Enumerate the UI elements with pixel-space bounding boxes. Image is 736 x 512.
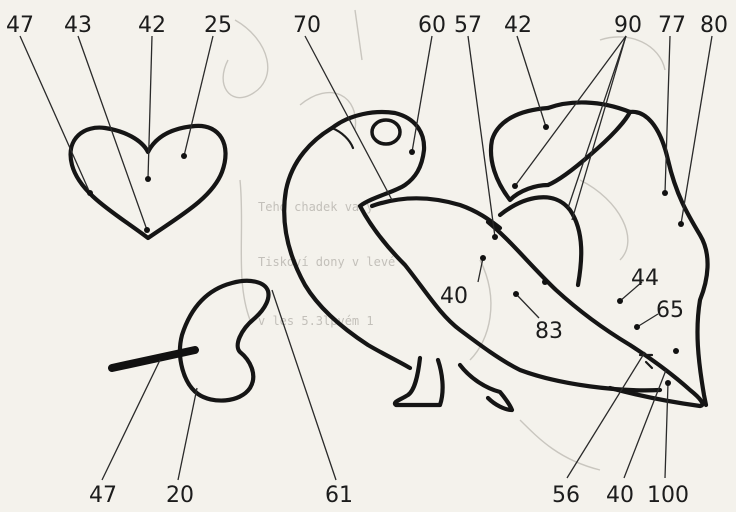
bird-wing-line — [372, 198, 500, 228]
bird-eye — [372, 120, 400, 144]
bird-label-56: 56 — [552, 483, 580, 508]
heart-label-3: 42 — [138, 13, 166, 38]
bird-label-90: 90 — [614, 13, 642, 38]
bird-dots — [409, 124, 684, 386]
loop-label-1: 47 — [89, 483, 117, 508]
bird-label-70: 70 — [293, 13, 321, 38]
bird-label-57: 57 — [454, 13, 482, 38]
heart-figure: 47 43 42 25 — [6, 13, 232, 238]
heart-label-2: 43 — [64, 13, 92, 38]
loop-outline — [180, 281, 269, 401]
bird-label-40-bottom: 40 — [606, 483, 634, 508]
heart-leaders — [20, 36, 213, 230]
bird-label-80: 80 — [700, 13, 728, 38]
bird-tail-top — [548, 102, 630, 112]
bird-label-65: 65 — [656, 298, 684, 323]
bird-label-83: 83 — [535, 319, 563, 344]
bird-label-77: 77 — [658, 13, 686, 38]
loop-label-2: 20 — [166, 483, 194, 508]
background-text-3: v les 5.3lpvém 1 — [258, 314, 374, 328]
bird-head-body-outline — [332, 112, 660, 390]
bird-label-42: 42 — [504, 13, 532, 38]
heart-label-1: 47 — [6, 13, 34, 38]
background-text-2: Tiskoví dony v levé — [258, 255, 395, 269]
heart-label-4: 25 — [204, 13, 232, 38]
bird-label-100: 100 — [647, 483, 689, 508]
loop-label-3: 61 — [325, 483, 353, 508]
bird-label-44: 44 — [631, 266, 659, 291]
bird-beak — [332, 128, 353, 148]
bird-leg-right — [460, 365, 512, 410]
background-text-1: Tehd chadek vaty — [258, 200, 374, 214]
bird-label-40-inner: 40 — [440, 284, 468, 309]
bird-label-60: 60 — [418, 13, 446, 38]
